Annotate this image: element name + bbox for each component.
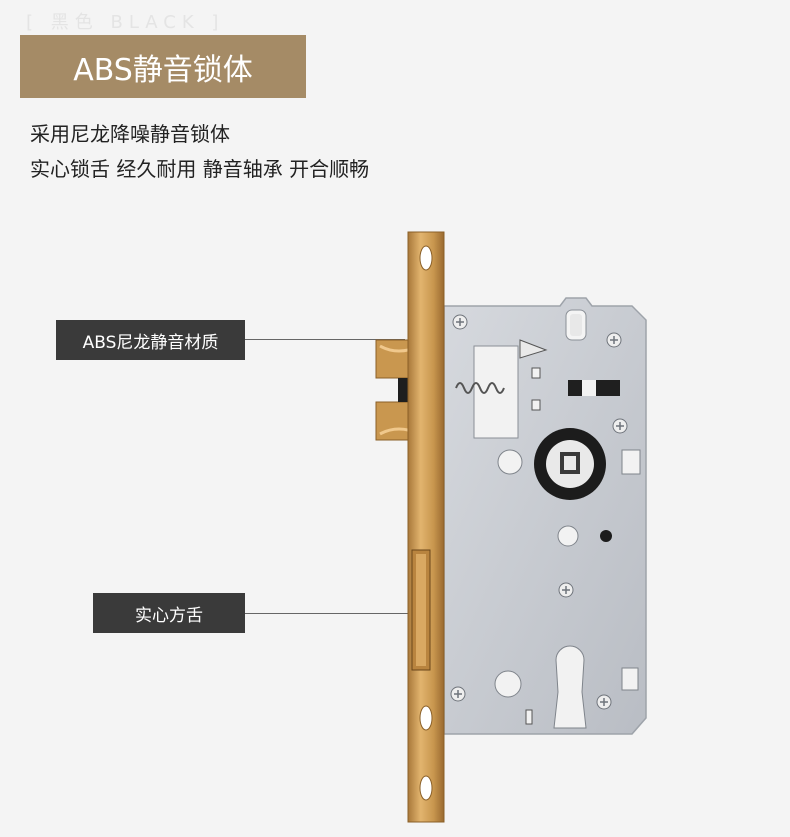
callout-nylon-material: ABS尼龙静音材质 [56, 320, 245, 360]
description-line-2: 实心锁舌 经久耐用 静音轴承 开合顺畅 [30, 157, 370, 181]
brass-faceplate [407, 231, 445, 823]
callout-solid-bolt: 实心方舌 [93, 593, 245, 633]
description-line-1: 采用尼龙降噪静音锁体 [30, 122, 230, 146]
lock-body [443, 297, 647, 735]
callout-leader-line [245, 339, 405, 340]
page-title: ABS静音锁体 [20, 35, 306, 98]
mortise-lock-image [375, 231, 647, 823]
callout-leader-line [245, 613, 413, 614]
watermark-text: [ 黑色 BLACK ] [26, 12, 225, 33]
